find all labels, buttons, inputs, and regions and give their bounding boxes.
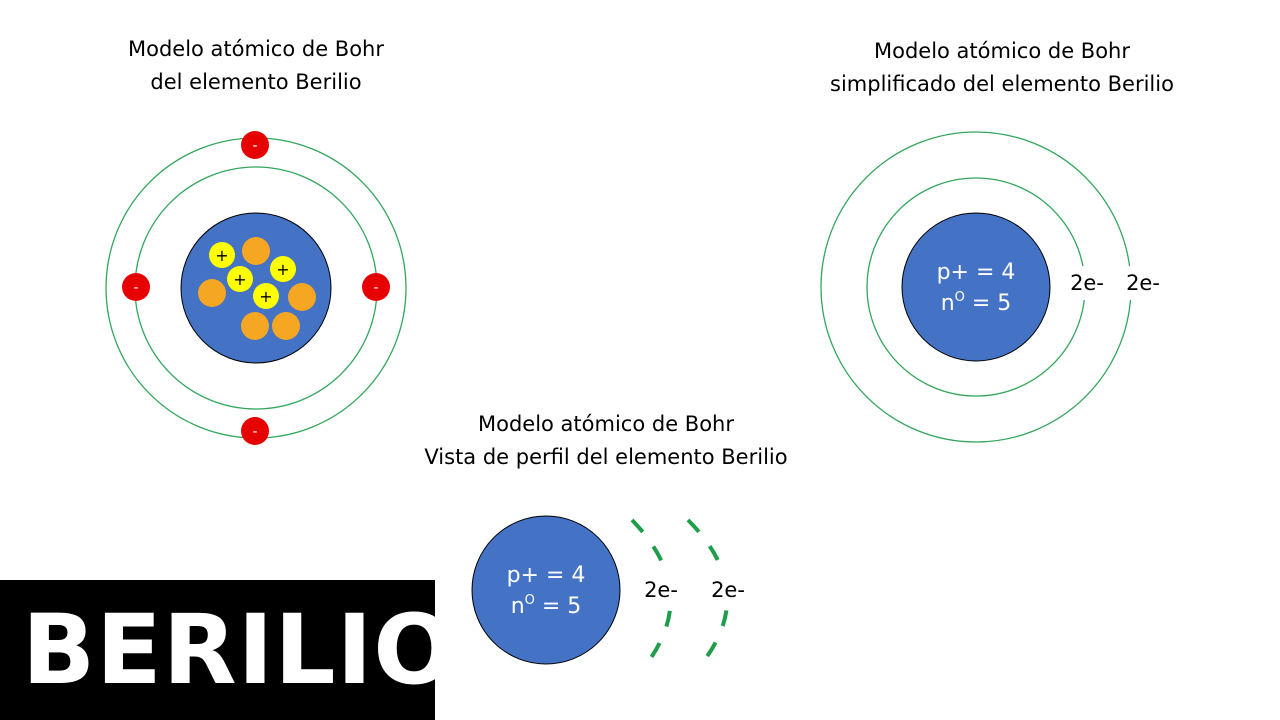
proton-count: p+ = 4 xyxy=(937,260,1016,285)
svg-text:-: - xyxy=(252,424,257,440)
svg-text:-: - xyxy=(133,280,138,296)
nucleus xyxy=(901,212,1051,362)
svg-text:+: + xyxy=(276,260,289,279)
svg-text:+: + xyxy=(259,287,272,306)
neutron xyxy=(198,279,226,307)
svg-text:-: - xyxy=(252,138,257,154)
electron: - xyxy=(362,273,390,301)
proton: + xyxy=(227,266,253,292)
electron: - xyxy=(122,273,150,301)
title-line-1: Modelo atómico de Bohr xyxy=(477,412,734,436)
neutron xyxy=(288,283,316,311)
title-line-1: Modelo atómico de Bohr xyxy=(873,39,1130,63)
outer-shell-electrons: 2e- xyxy=(1126,271,1160,295)
electron: - xyxy=(241,417,269,445)
nucleus xyxy=(471,515,621,665)
full-bohr-model: + + + + - - - - xyxy=(105,131,407,445)
neutron-count: nO = 5 xyxy=(511,593,582,619)
svg-text:-: - xyxy=(373,280,378,296)
neutron xyxy=(241,312,269,340)
title-line-2: simplificado del elemento Berilio xyxy=(830,72,1174,96)
profile-bohr-model: p+ = 4 nO = 5 2e- 2e- xyxy=(471,515,751,665)
title-line-1: Modelo atómico de Bohr xyxy=(127,37,384,61)
title-simplified-model: Modelo atómico de Bohr simplificado del … xyxy=(802,35,1202,101)
electron: - xyxy=(241,131,269,159)
outer-shell-electrons: 2e- xyxy=(711,578,745,602)
svg-text:+: + xyxy=(233,270,246,289)
proton: + xyxy=(270,256,296,282)
inner-shell-electrons: 2e- xyxy=(644,578,678,602)
svg-text:+: + xyxy=(215,246,228,265)
proton: + xyxy=(209,242,235,268)
inner-shell-electrons: 2e- xyxy=(1070,271,1104,295)
element-name-banner: BERILIO xyxy=(0,580,455,720)
neutron xyxy=(242,237,270,265)
proton: + xyxy=(253,283,279,309)
proton-count: p+ = 4 xyxy=(507,563,586,588)
simplified-bohr-model: p+ = 4 nO = 5 2e- 2e- xyxy=(820,131,1166,443)
neutron-count: nO = 5 xyxy=(941,290,1012,316)
title-profile-model: Modelo atómico de Bohr Vista de perfil d… xyxy=(406,408,806,474)
title-line-2: del elemento Berilio xyxy=(150,70,362,94)
neutron xyxy=(272,312,300,340)
title-full-model: Modelo atómico de Bohr del elemento Beri… xyxy=(56,33,456,99)
element-name: BERILIO xyxy=(22,594,456,706)
title-line-2: Vista de perfil del elemento Berilio xyxy=(424,445,788,469)
